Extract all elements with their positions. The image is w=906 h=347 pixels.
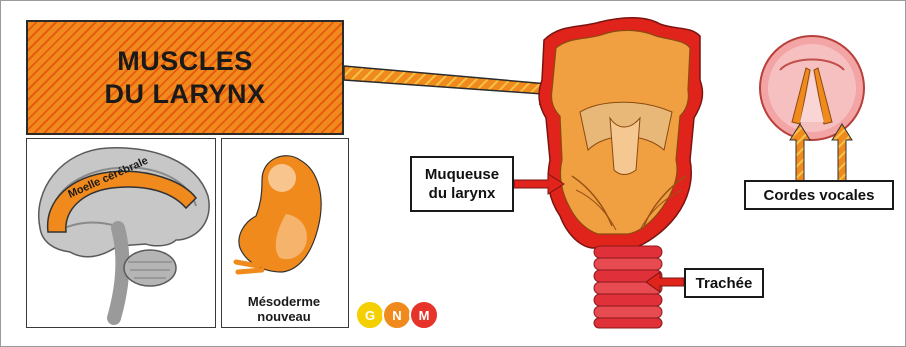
- logo-m: M: [409, 300, 439, 330]
- logo-g: G: [355, 300, 385, 330]
- embryo-label: Mésoderme nouveau: [221, 294, 347, 324]
- vocal-cords-illustration: [760, 36, 864, 140]
- mucosa-label-line-2: du larynx: [425, 184, 499, 203]
- logo-g-letter: G: [365, 308, 375, 323]
- trachea-rings: [594, 246, 662, 328]
- embryo-label-line-1: Mésoderme: [221, 294, 347, 309]
- vocal-cords-label: Cordes vocales: [764, 186, 875, 205]
- embryo-illustration: [236, 156, 321, 272]
- logo-n-letter: N: [392, 308, 401, 323]
- trachea-label: Trachée: [696, 274, 753, 293]
- embryo-label-line-2: nouveau: [221, 309, 347, 324]
- brain-illustration: Moelle cérébrale: [39, 148, 209, 318]
- mucosa-label-line-1: Muqueuse: [425, 165, 499, 184]
- logo-m-letter: M: [419, 308, 430, 323]
- vocal-cords-label-box: Cordes vocales: [744, 180, 894, 210]
- mucosa-label-box: Muqueuse du larynx: [410, 156, 514, 212]
- logo-n: N: [382, 300, 412, 330]
- trachea-label-box: Trachée: [684, 268, 764, 298]
